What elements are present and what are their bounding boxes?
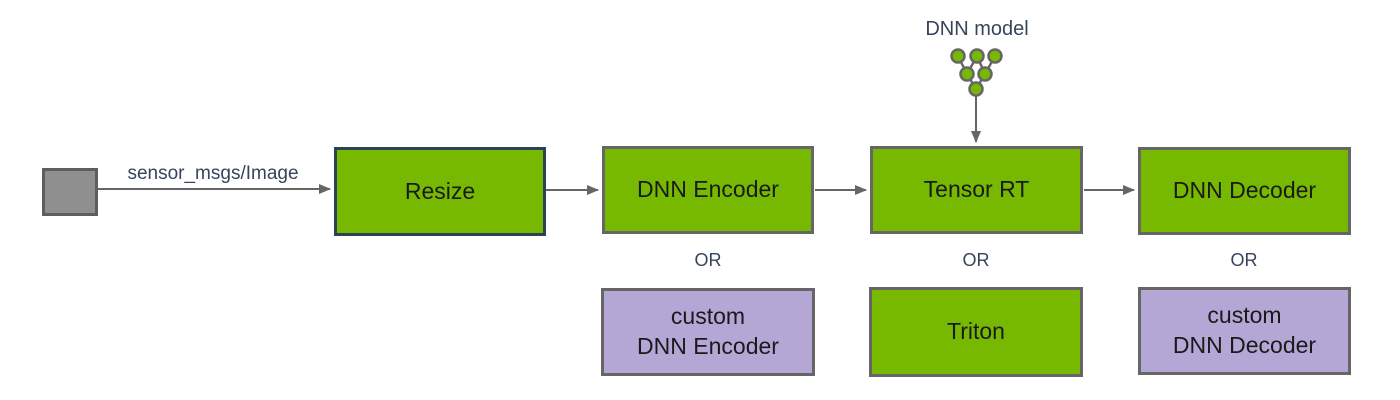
node-triton: Triton (869, 287, 1083, 377)
node-dnn-encoder: DNN Encoder (602, 146, 814, 234)
node-custom-dnn-decoder: custom DNN Decoder (1138, 287, 1351, 375)
node-custom-dnn-encoder: custom DNN Encoder (601, 288, 815, 376)
node-tensor-rt-label: Tensor RT (923, 176, 1030, 203)
node-resize-label: Resize (404, 177, 476, 204)
dnn-model-icon (950, 48, 1003, 97)
node-triton-label: Triton (947, 318, 1005, 345)
or-label-decoder: OR (1230, 250, 1258, 270)
node-custom-dnn-encoder-label: custom DNN Encoder (637, 302, 779, 362)
node-dnn-decoder-label: DNN Decoder (1172, 177, 1317, 204)
node-tensor-rt: Tensor RT (870, 146, 1083, 234)
image-source-node (42, 168, 98, 216)
node-custom-dnn-decoder-label: custom DNN Decoder (1173, 301, 1316, 361)
or-label-encoder: OR (694, 250, 722, 270)
custom-encoder-line1: custom (670, 303, 746, 330)
dnn-model-label: DNN model (925, 18, 1029, 40)
node-dnn-encoder-label: DNN Encoder (637, 176, 779, 203)
flow-topic-label: sensor_msgs/Image (127, 163, 299, 184)
node-dnn-decoder: DNN Decoder (1138, 147, 1351, 235)
custom-decoder-line1: custom (1207, 302, 1282, 329)
or-label-tensorrt: OR (962, 250, 990, 270)
custom-encoder-line2: DNN Encoder (637, 333, 779, 359)
custom-decoder-line2: DNN Decoder (1172, 332, 1317, 358)
node-resize: Resize (334, 147, 546, 236)
